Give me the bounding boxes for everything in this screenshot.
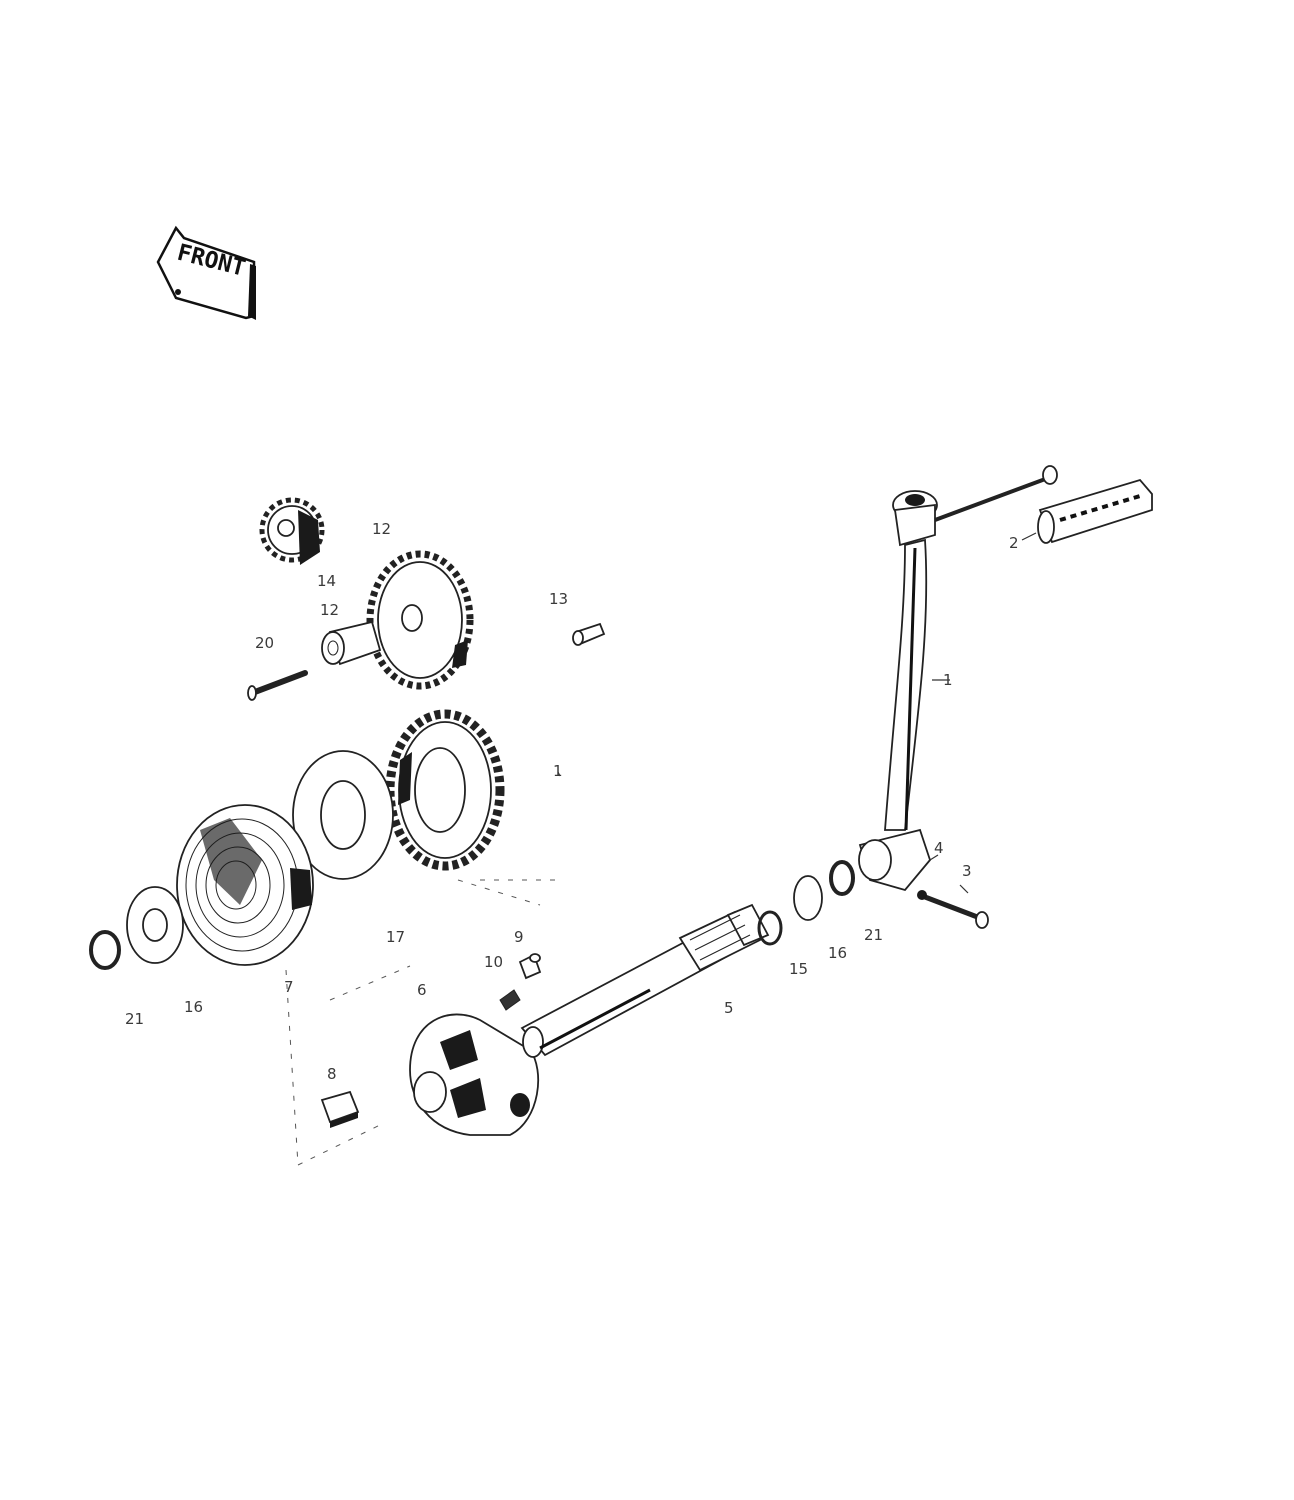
bolt-part-3 [917,890,989,929]
label-6: 6 [417,981,427,999]
label-5: 5 [724,999,734,1017]
part-labels: 1 1 2 3 4 5 6 7 8 9 10 12 12 13 14 15 16… [125,520,1019,1083]
label-17: 17 [386,928,405,946]
assembly-lines [285,879,560,1166]
label-15: 15 [789,960,808,978]
label-1-ring-gear: 1 [553,762,563,780]
o-ring-part-15 [757,910,783,946]
leader-lines [557,532,1037,894]
pin-part-10 [499,989,521,1011]
label-4: 4 [934,839,944,857]
label-12-gear: 12 [372,520,391,538]
label-9: 9 [514,928,524,946]
small-gear-part-14 [259,497,325,565]
washer-part-16-right [793,875,823,921]
label-20: 20 [255,634,274,652]
spiral-spring-part-7 [176,804,314,966]
ring-gear-part-1 [385,709,505,871]
label-16-left: 16 [184,998,203,1016]
label-10: 10 [484,953,503,971]
label-7: 7 [284,978,294,996]
washer-part-16-left [126,886,184,964]
key-part-8 [320,1090,360,1128]
kick-rubber-part-2 [1037,478,1153,544]
circlip-part-21-left [89,930,121,970]
pin-part-13 [572,622,606,646]
circlip-part-21-right [829,860,855,896]
label-14: 14 [317,572,336,590]
label-12-collar: 12 [320,601,339,619]
label-21-left: 21 [125,1010,144,1028]
label-21-right: 21 [864,926,883,944]
bolt-part-20 [247,670,308,701]
label-2: 2 [1009,534,1019,552]
label-13: 13 [549,590,568,608]
ratchet-part-6 [409,1013,540,1136]
label-16-right: 16 [828,944,847,962]
label-1-kick-arm: 1 [943,671,953,689]
label-8: 8 [327,1065,337,1083]
washer-plate-part-17 [292,750,394,880]
large-gear-part-12 [366,550,474,690]
collar-part-12 [321,620,382,666]
pin-part-9 [518,953,542,980]
front-direction-badge: FRONT [156,225,256,320]
kick-arm-part-1 [858,465,1058,892]
kick-shaft-part-5 [520,903,770,1058]
label-3: 3 [962,862,972,880]
